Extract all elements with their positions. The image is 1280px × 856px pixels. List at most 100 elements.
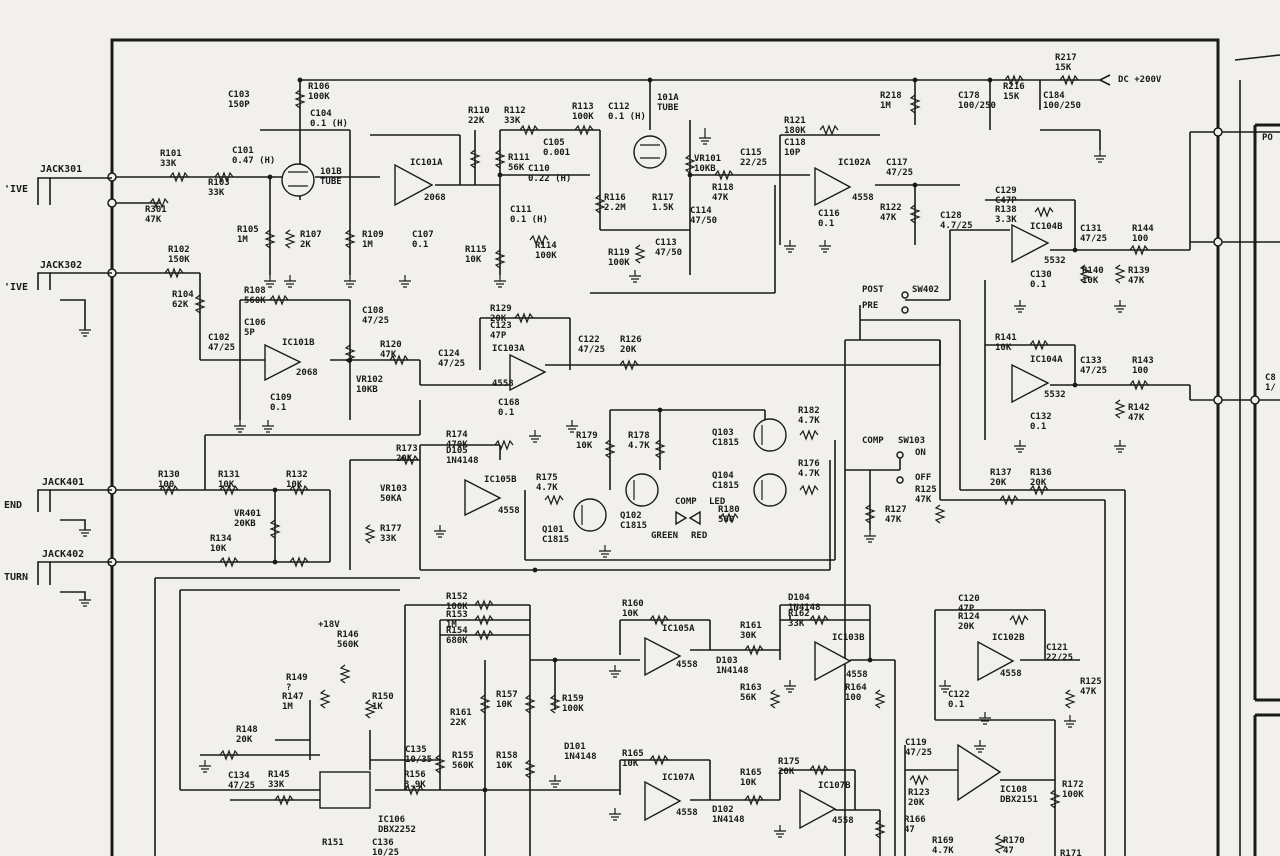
component-value-r165: 10K [622,759,639,769]
component-ref-r112: R112 [504,106,526,116]
component-ref-r123: R123 [908,788,930,798]
component-ref-r126: R126 [620,335,642,345]
component-ref-r137: R137 [990,468,1012,478]
component-value-r141: 10K [995,343,1012,353]
component-ref-r139: R139 [1128,266,1150,276]
component-ref-c133: C133 [1080,356,1102,366]
component-value-c113: 47/50 [655,248,682,258]
component-value-r148: 20K [236,735,253,745]
transistor-q104 [753,473,787,507]
component-ref-c122: C122 [578,335,600,345]
component-value-r136: 20K [1030,478,1047,488]
component-ref-r169: R169 [932,836,954,846]
component-ref-d103: D103 [716,656,738,666]
component-value-r217: 15K [1055,63,1072,73]
component-value-r130: 100 [158,480,174,490]
component-value-r163: 56K [740,693,757,703]
component-value-r158: 10K [496,761,513,771]
component-ref-c131: C131 [1080,224,1102,234]
component-ref-r143: R143 [1132,356,1154,366]
component-ref-r171: R171 [1060,849,1082,856]
plus18v-label: +18V [318,620,340,630]
component-value-r145: 33K [268,780,285,790]
component-ref-r125: R125 [1080,677,1102,687]
text-labels: JACK301 JACK302 JACK401 JACK402 'IVE 'IV… [4,75,1162,835]
opamp-ic104a [1011,363,1050,404]
component-value-r175: 4.7K [536,483,558,493]
component-ref-r161: R161 [740,621,762,631]
component-value-d101: 1N4148 [564,752,597,762]
component-ref-r113: R113 [572,102,594,112]
component-labels: R10133KR10333KR30147KR102150KR10462KC101… [145,53,1276,856]
component-ref-r106: R106 [308,82,330,92]
component-value-r143: 100 [1132,366,1148,376]
component-value-c136: 10/25 [372,848,399,856]
component-value-r160: 10K [622,609,639,619]
ic102a-part: 4558 [852,193,874,203]
component-value-r115: 10K [465,255,482,265]
component-ref-r105: R105 [237,225,259,235]
component-value-c131: 47/25 [1080,234,1107,244]
component-ref-r172: R172 [1062,780,1084,790]
resistor-symbols [149,74,1149,854]
opamp-ic102a [814,166,852,207]
component-value-r137: 20K [990,478,1007,488]
component-ref-r150: R150 [372,692,394,702]
ic103b-label: IC103B [832,633,865,643]
component-value-r120: 47K [380,350,397,360]
component-value-r147: 1M [282,702,293,712]
component-ref-c121: C121 [1046,643,1068,653]
component-ref-r103: R103 [208,178,230,188]
component-ref-c111: C111 [510,205,532,215]
component-ref-c120: C120 [958,594,980,604]
component-ref-vr101: VR101 [694,154,721,164]
component-ref-r218: R218 [880,91,902,101]
q103-part: C1815 [712,438,739,448]
component-ref-r156: R156 [404,770,426,780]
component-ref-d101: D101 [564,742,586,752]
component-ref-r165: R165 [622,749,644,759]
ic107a-part: 4558 [676,808,698,818]
component-value-r157: 10K [496,700,513,710]
component-value-r218: 1M [880,101,891,111]
ic106-chip [319,771,371,809]
q103-label: Q103 [712,428,734,438]
component-value-r114: 100K [535,251,557,261]
jack401-edge-label: END [4,500,22,511]
component-ref-r174: R174 [446,430,468,440]
tube101b-label: 101B [320,167,342,177]
jack402-label: JACK402 [42,549,84,560]
component-value-r179: 10K [576,441,593,451]
component-ref-c124: C124 [438,349,460,359]
component-ref-r119: R119 [608,248,630,258]
component-value-r102: 150K [168,255,190,265]
ic103a-part: 4558 [492,379,514,389]
component-value-c132: 0.1 [1030,422,1046,432]
opamp-ic108 [957,743,1002,802]
component-ref-vr401: VR401 [234,509,261,519]
component-ref-r109: R109 [362,230,384,240]
jack402-edge-label: TURN [4,572,28,583]
ic105a-label: IC105A [662,624,695,634]
component-value-r111: 56K [508,163,525,173]
component-ref-r180: R180 [718,505,740,515]
component-ref-r131: R131 [218,470,240,480]
ic102b-part: 4558 [1000,669,1022,679]
component-ref-c105: C105 [543,138,565,148]
led-green-label: GREEN [651,531,678,541]
component-ref-c102: C102 [208,333,230,343]
component-ref-c116: C116 [818,209,840,219]
component-value-r116: 2.2M [604,203,626,213]
component-value-r178: 4.7K [628,441,650,451]
ic103b-part: 4558 [846,670,868,680]
tube101b-type: TUBE [320,177,342,187]
component-value-r104: 62K [172,300,189,310]
component-value-c115: 22/25 [740,158,767,168]
component-ref-r170: R170 [1003,836,1025,846]
component-ref-r138: R138 [995,205,1017,215]
component-value-r139: 47K [1128,276,1145,286]
component-value-r180: 560 [718,515,734,525]
ic106-part: DBX2252 [378,825,416,835]
component-ref-c128: C128 [940,211,962,221]
component-value-r146: 560K [337,640,359,650]
